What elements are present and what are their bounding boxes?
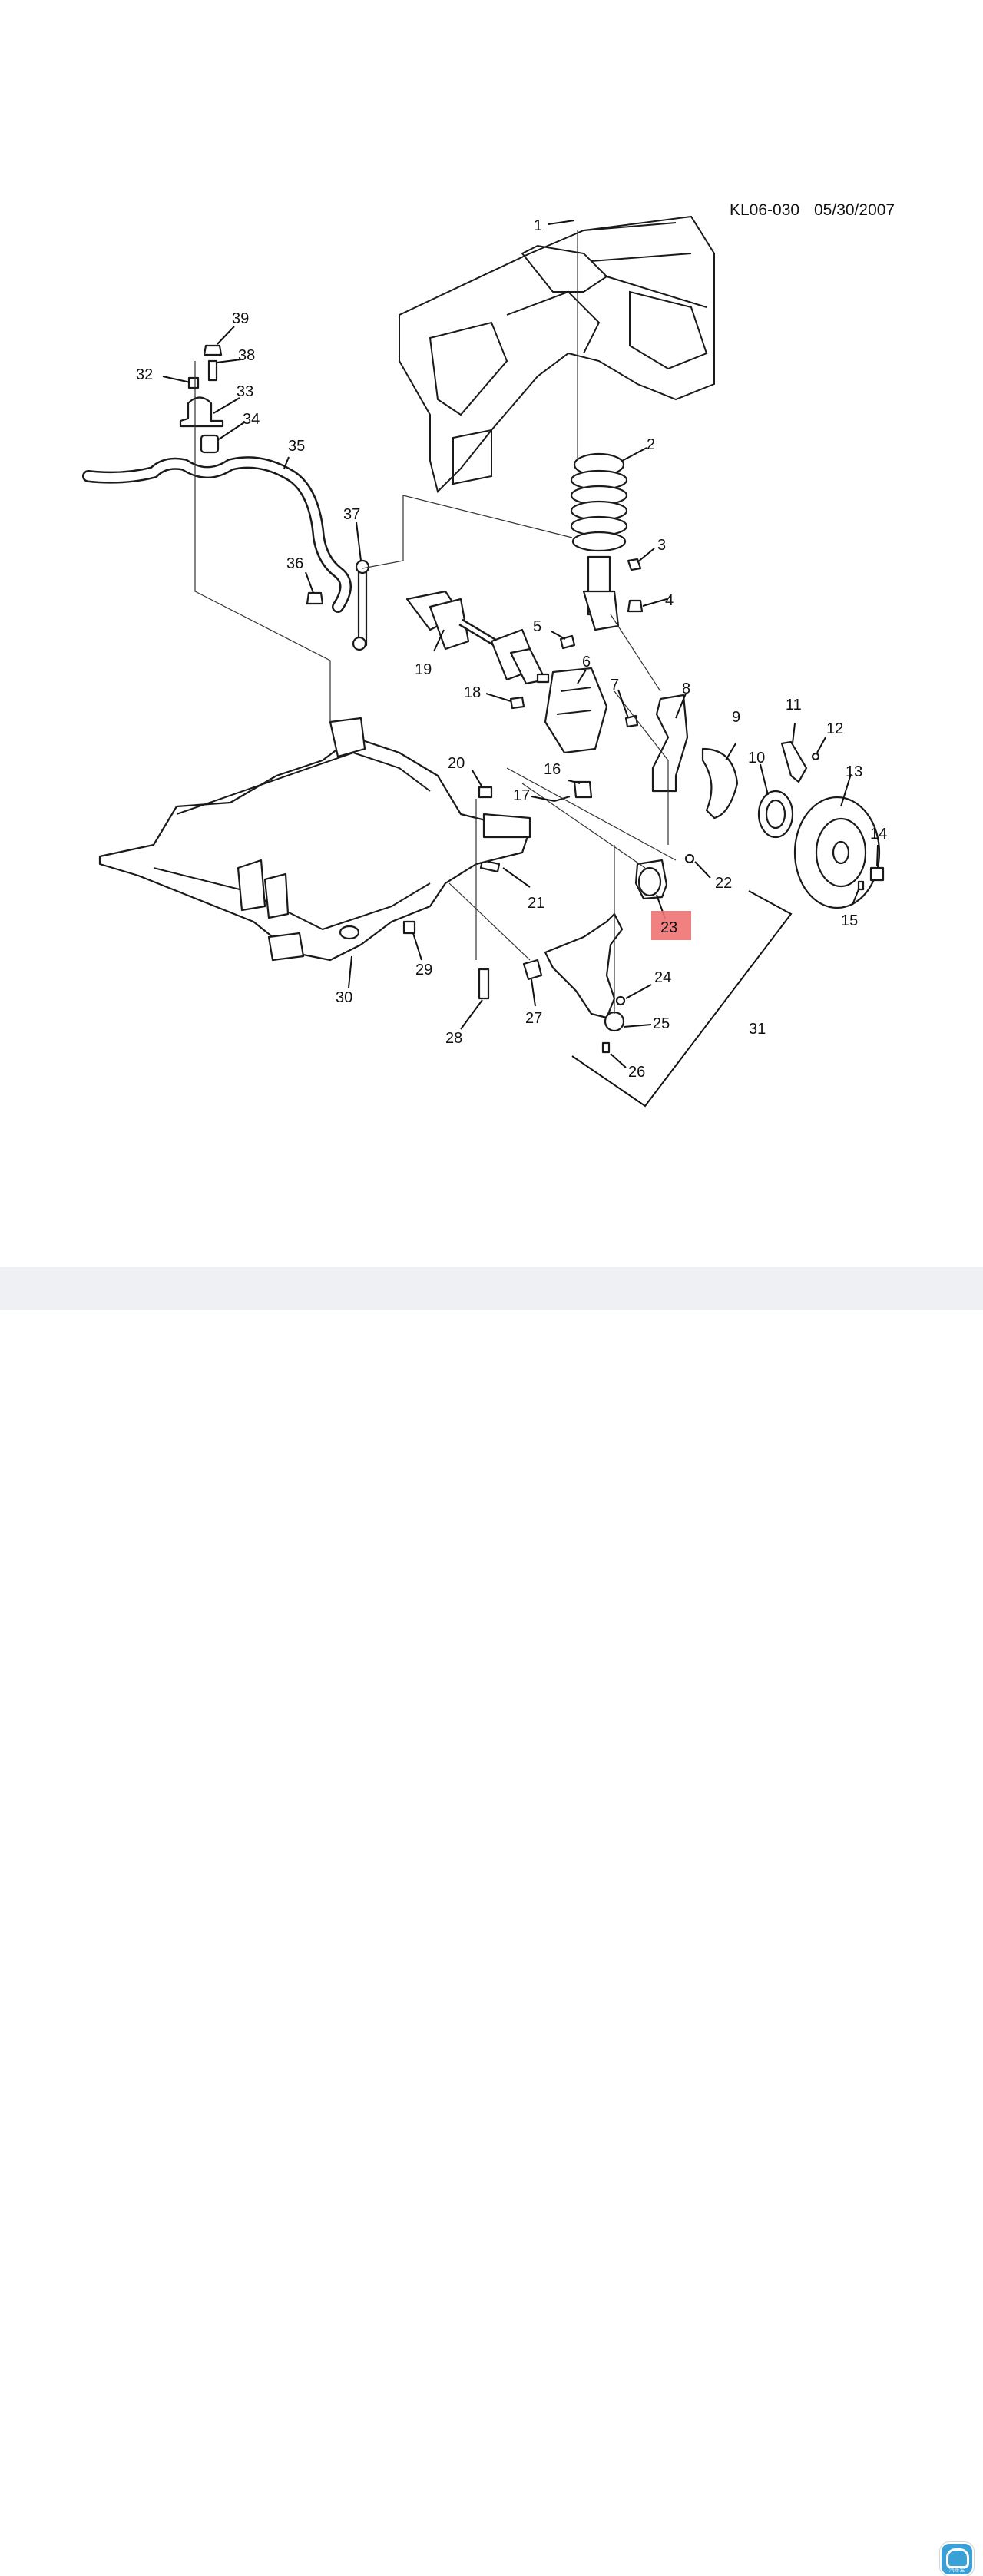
callout-39: 39 [232,310,249,327]
callout-5: 5 [533,618,541,635]
highlight-box-23 [651,911,691,940]
callout-12: 12 [826,720,843,737]
nut-4 [627,599,644,613]
callout-20: 20 [448,755,465,772]
callout-37: 37 [343,506,360,523]
callout-35: 35 [288,438,305,455]
callout-9: 9 [732,709,740,726]
callout-29: 29 [415,962,432,978]
callout-31: 31 [749,1021,766,1038]
leader-lines [194,361,677,1014]
callout-1: 1 [534,217,542,234]
callout-8: 8 [682,680,690,697]
callout-25: 25 [653,1015,670,1032]
bolt-17 [554,796,571,802]
bolt-18 [509,696,525,710]
callout-19: 19 [415,661,432,678]
callout-6: 6 [582,654,591,670]
brake-caliper [544,667,608,754]
strut-spring-assembly [570,452,628,631]
callout-38: 38 [238,347,255,364]
callout-4: 4 [665,592,674,609]
parts-diagram: KL06-030 05/30/2007 [0,0,983,1267]
stabilizer-link [352,559,370,651]
bolt-12 [811,752,820,761]
engine-cradle [98,717,531,962]
nut-22 [684,853,695,864]
exploded-view-drawing: KL06-030 05/30/2007 [82,201,895,1108]
nut-36 [306,591,324,605]
callout-3: 3 [657,537,666,554]
callout-21: 21 [528,895,544,912]
splash-shield [701,747,739,819]
callout-24: 24 [654,969,671,986]
diagram-code: KL06-030 [730,201,799,219]
stabilizer-clamp [179,396,224,428]
body-structure [399,215,715,493]
callout-11: 11 [786,697,802,714]
callout-15: 15 [841,912,858,929]
steering-knuckle [651,694,689,793]
callout-22: 22 [715,875,732,892]
bushing-27 [522,959,543,981]
bolt-29 [402,920,416,935]
nut-39 [203,344,223,356]
callout-lines [162,220,879,1068]
callout-14: 14 [870,826,887,843]
ball-joint-bolt [601,1041,611,1054]
speed-sensor [780,740,808,783]
wheel-hub [757,790,794,839]
lower-control-arm [544,912,626,1054]
callout-27: 27 [525,1010,542,1027]
app-badge-label: 汽修宝 [948,2568,965,2573]
callout-16: 16 [544,761,561,778]
callout-13: 13 [846,763,862,780]
callout-23: 23 [660,919,677,936]
callout-34: 34 [243,411,260,428]
callout-10: 10 [748,750,765,767]
bottom-bar: 汽修宝 [0,1267,983,2576]
bolt-21 [479,859,501,873]
bolt-15 [857,880,865,891]
drive-axle [405,590,550,685]
stabilizer-bushing [200,434,220,454]
nut-24 [615,995,626,1006]
assembly-bracket-31 [571,890,793,1108]
brake-rotor [793,796,881,909]
bushing-16 [573,780,593,799]
callout-36: 36 [286,555,303,572]
callout-30: 30 [336,989,352,1006]
bolt-38 [207,359,218,382]
callout-18: 18 [464,684,481,701]
nut-14 [869,866,885,882]
diagram-date: 05/30/2007 [814,201,895,219]
callout-32: 32 [136,366,153,383]
callout-2: 2 [647,436,655,453]
nut-20 [478,786,493,799]
bolt-7 [624,714,639,728]
callout-26: 26 [628,1064,645,1081]
callout-numbers: 1 2 3 4 5 6 7 8 9 10 11 12 13 14 15 16 1… [136,217,887,1081]
stabilizer-bar [82,456,352,613]
car-assistant-icon[interactable]: 汽修宝 [940,2542,974,2576]
callout-7: 7 [611,677,619,694]
callout-28: 28 [445,1030,462,1047]
callout-17: 17 [513,787,530,804]
bolt-28 [478,968,490,1000]
callout-33: 33 [237,383,253,400]
